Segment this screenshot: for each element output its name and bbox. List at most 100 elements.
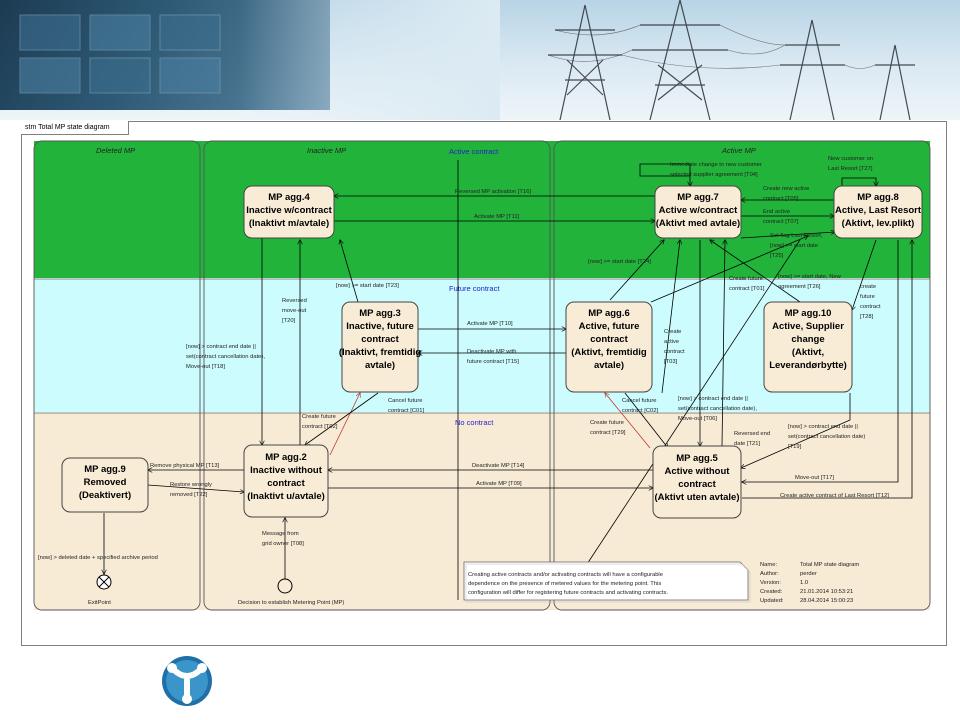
state-mp-agg-9[interactable]: MP agg.9 Removed (Deaktivert) bbox=[61, 457, 149, 513]
svg-text:Active w/contract: Active w/contract bbox=[659, 205, 738, 216]
label-t26: [now] >= start date, New bbox=[778, 274, 842, 280]
label-delete: [now] > deleted date + specified archive… bbox=[38, 555, 158, 561]
state-label: (Aktivt uten avtale) bbox=[655, 492, 740, 503]
info-value: Total MP state diagram bbox=[800, 562, 859, 568]
state-mp-agg-6[interactable]: MP agg.6 Active, future contract (Aktivt… bbox=[565, 301, 653, 393]
label-t22: Restore wrongly bbox=[170, 482, 212, 488]
label-t28: future bbox=[860, 294, 875, 300]
info-key: Name: bbox=[760, 562, 777, 568]
state-label: (Aktivt, lev.plikt) bbox=[842, 218, 915, 229]
label-c01: contract [C01] bbox=[388, 408, 424, 414]
label-t26: agreement [T26] bbox=[778, 284, 821, 290]
state-label: avtale) bbox=[594, 360, 624, 371]
state-label: contract bbox=[590, 334, 628, 345]
label-t18: set(contract cancellation date), bbox=[186, 354, 265, 360]
state-label: Inactive without bbox=[250, 465, 323, 476]
svg-text:MP agg.9: MP agg.9 bbox=[84, 464, 126, 475]
state-label: MP agg.9 bbox=[84, 464, 126, 475]
header-banner bbox=[0, 0, 960, 120]
edge-t12 bbox=[742, 240, 912, 499]
label-t07: End active bbox=[763, 209, 790, 215]
label-t03: contract bbox=[664, 349, 685, 355]
label-t28: contract bbox=[860, 304, 881, 310]
band-title-future: Future contract bbox=[449, 284, 500, 293]
svg-text:(Aktivt med avtale): (Aktivt med avtale) bbox=[656, 218, 740, 229]
power-pylons-image bbox=[19, 0, 915, 120]
edge-t23 bbox=[340, 240, 359, 303]
label-t05: contract [T05] bbox=[763, 196, 799, 202]
label-t17: Move-out [T17] bbox=[795, 475, 834, 481]
info-value: 28.04.2014 15:00:23 bbox=[800, 598, 853, 604]
svg-text:Inactive without: Inactive without bbox=[250, 465, 323, 476]
svg-text:Active, Supplier: Active, Supplier bbox=[772, 321, 844, 332]
state-label: MP agg.8 bbox=[857, 192, 899, 203]
state-label: MP agg.5 bbox=[676, 453, 718, 464]
info-key: Created: bbox=[760, 589, 783, 595]
state-mp-agg-2[interactable]: MP agg.2 Inactive without contract (Inak… bbox=[243, 444, 329, 518]
edge-t25 bbox=[740, 232, 835, 239]
edge-t29 bbox=[605, 393, 651, 449]
state-label: MP agg.3 bbox=[359, 308, 401, 319]
state-mp-agg-3[interactable]: MP agg.3 Inactive, future contract (Inak… bbox=[339, 301, 422, 393]
label-t02: Create future bbox=[302, 414, 336, 420]
svg-text:MP agg.2: MP agg.2 bbox=[265, 452, 307, 463]
label-t06: Move-out [T06] bbox=[678, 416, 717, 422]
label-t23: [now] >= start date [T23] bbox=[336, 283, 399, 289]
state-label: MP agg.10 bbox=[785, 308, 832, 319]
label-c02: Cancel future bbox=[622, 398, 656, 404]
label-t27: New customer on bbox=[828, 156, 873, 162]
state-mp-agg-5[interactable]: MP agg.5 Active without contract (Aktivt… bbox=[652, 445, 742, 519]
svg-text:MP agg.8: MP agg.8 bbox=[857, 192, 899, 203]
state-label: MP agg.6 bbox=[588, 308, 630, 319]
svg-text:MP agg.7: MP agg.7 bbox=[677, 192, 719, 203]
region-title-active: Active MP bbox=[721, 146, 756, 155]
initial-node bbox=[277, 578, 293, 594]
svg-text:Inactive w/contract: Inactive w/contract bbox=[246, 205, 332, 216]
state-mp-agg-8[interactable]: MP agg.8 Active, Last Resort (Aktivt, le… bbox=[833, 185, 923, 239]
state-mp-agg-4[interactable]: MP agg.4 Inactive w/contract (Inaktivt m… bbox=[243, 185, 335, 239]
state-label: MP agg.7 bbox=[677, 192, 719, 203]
frame-label: stm Total MP state diagram bbox=[21, 121, 129, 135]
svg-text:MP agg.4: MP agg.4 bbox=[268, 192, 310, 203]
edge-t19 bbox=[741, 393, 851, 468]
region-inactive bbox=[203, 140, 551, 611]
band-title-active: Active contract bbox=[449, 147, 499, 156]
info-key: Author: bbox=[760, 571, 779, 577]
state-label: Removed bbox=[84, 477, 127, 488]
state-mp-agg-7[interactable]: MP agg.7 Active w/contract (Aktivt med a… bbox=[654, 185, 742, 239]
state-label: MP agg.2 bbox=[265, 452, 307, 463]
label-t25: [T25] bbox=[770, 253, 784, 259]
edge-t17 bbox=[742, 240, 899, 482]
label-t22: removed [T22] bbox=[170, 492, 208, 498]
svg-text:avtale): avtale) bbox=[365, 360, 395, 371]
svg-text:MP agg.6: MP agg.6 bbox=[588, 308, 630, 319]
svg-text:Leverandørbytte): Leverandørbytte) bbox=[769, 360, 847, 371]
label-t05: Create new active bbox=[763, 186, 809, 192]
label-t27: Last Resort [T27] bbox=[828, 166, 873, 172]
state-label: (Aktivt, fremtidig bbox=[571, 347, 647, 358]
svg-text:(Inaktivt u/avtale): (Inaktivt u/avtale) bbox=[247, 491, 325, 502]
transition-labels: Reversed MP activation [T16] Activate MP… bbox=[38, 156, 889, 561]
label-t03: Create bbox=[664, 329, 681, 335]
label-t15: future contract [T15] bbox=[467, 359, 519, 365]
label-t07: contract [T07] bbox=[763, 219, 799, 225]
label-t12: Create active contract of Last Resort [T… bbox=[780, 493, 889, 499]
band-title-no-contract: No contract bbox=[455, 418, 494, 427]
label-t01: Create future bbox=[729, 276, 763, 282]
edge-t04 bbox=[639, 163, 690, 187]
info-value: 21.01.2014 10:53:21 bbox=[800, 589, 853, 595]
svg-text:Active, Last Resort: Active, Last Resort bbox=[835, 205, 922, 216]
label-t01: contract [T01] bbox=[729, 286, 765, 292]
svg-text:(Inaktivt m/avtale): (Inaktivt m/avtale) bbox=[249, 218, 329, 229]
svg-text:(Aktivt uten avtale): (Aktivt uten avtale) bbox=[655, 492, 740, 503]
label-t19: [now] > contract end date || bbox=[788, 424, 858, 430]
svg-text:(Inaktivt, fremtidig: (Inaktivt, fremtidig bbox=[339, 347, 422, 358]
svg-text:Active without: Active without bbox=[665, 466, 731, 477]
state-label: contract bbox=[361, 334, 399, 345]
label-t15: Deactivate MP with bbox=[467, 349, 517, 355]
state-label: (Inaktivt m/avtale) bbox=[249, 218, 329, 229]
diagram-info: Name: Total MP state diagram Author: per… bbox=[760, 562, 859, 604]
state-label: (Aktivt, bbox=[792, 347, 824, 358]
state-mp-agg-10[interactable]: MP agg.10 Active, Supplier change (Aktiv… bbox=[763, 301, 853, 393]
